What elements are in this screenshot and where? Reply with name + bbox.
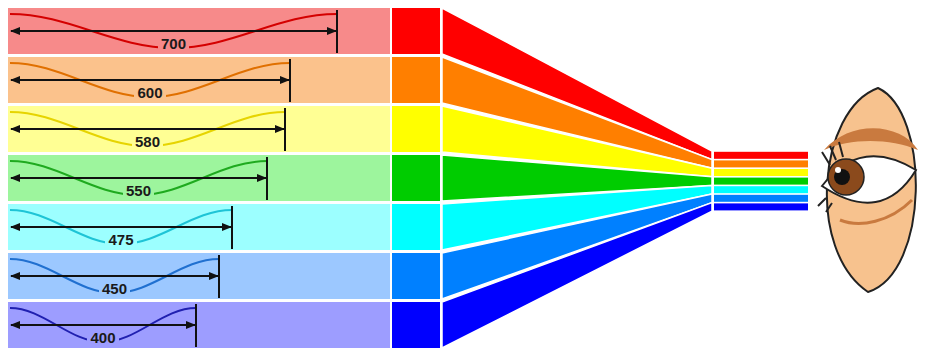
eyelashes (822, 142, 843, 165)
dimension-arrow (11, 324, 195, 326)
wavelength-label: 580 (132, 133, 163, 150)
iris (828, 159, 864, 195)
wavelength-band: 700 (8, 8, 390, 54)
eye-white (822, 156, 916, 202)
wavelength-label: 450 (99, 280, 130, 297)
highlight (835, 167, 841, 173)
band-fill (8, 253, 390, 299)
band-fill (8, 155, 390, 201)
color-square (392, 204, 440, 250)
end-tick (231, 206, 233, 249)
waves (10, 14, 337, 342)
end-tick (336, 10, 338, 53)
wavelength-label: 700 (158, 35, 189, 52)
end-tick (218, 255, 220, 298)
wavelength-band: 580 (8, 106, 390, 152)
beam-strips (714, 152, 808, 211)
dimension-arrow (11, 275, 218, 277)
color-square (392, 57, 440, 103)
wavelength-label: 400 (87, 329, 118, 346)
wavelength-band: 400 (8, 302, 390, 348)
lower-lashes (818, 198, 832, 212)
eyelid-shade (824, 128, 918, 150)
beam-strip (714, 203, 808, 210)
end-tick (195, 304, 197, 347)
dimension-arrow (11, 128, 284, 130)
dimension-arrow (11, 226, 231, 228)
wavelength-band: 475 (8, 204, 390, 250)
band-fill (8, 57, 390, 103)
wavelength-label: 600 (134, 84, 165, 101)
beam-strip (714, 186, 808, 193)
dimension-arrows (11, 10, 337, 347)
lower-lid (840, 200, 912, 223)
color-square (392, 8, 440, 54)
dimension-arrow (11, 177, 266, 179)
color-square (392, 302, 440, 348)
wavelength-label: 550 (123, 182, 154, 199)
band-fill (8, 8, 390, 54)
fan-beam (442, 203, 712, 348)
color-square (392, 106, 440, 152)
beam-strip (714, 152, 808, 159)
wavelength-band: 600 (8, 57, 390, 103)
wavelength-band: 450 (8, 253, 390, 299)
color-swatches (392, 8, 440, 348)
band-fills (8, 8, 390, 348)
dimension-arrow (11, 30, 336, 32)
band-fill (8, 106, 390, 152)
beam-strip (714, 169, 808, 176)
color-square (392, 155, 440, 201)
beam-strip (714, 178, 808, 185)
eye-illustration (818, 88, 918, 292)
band-fill (8, 302, 390, 348)
light-fan (442, 8, 712, 348)
wavelength-label: 475 (105, 231, 136, 248)
band-fill (8, 204, 390, 250)
wavelength-band: 550 (8, 155, 390, 201)
fan-beam (442, 194, 712, 299)
dimension-arrow (11, 79, 289, 81)
end-tick (289, 59, 291, 102)
color-square (392, 253, 440, 299)
beam-strip (714, 160, 808, 167)
end-tick (266, 157, 268, 200)
beam-strip (714, 195, 808, 202)
end-tick (284, 108, 286, 151)
